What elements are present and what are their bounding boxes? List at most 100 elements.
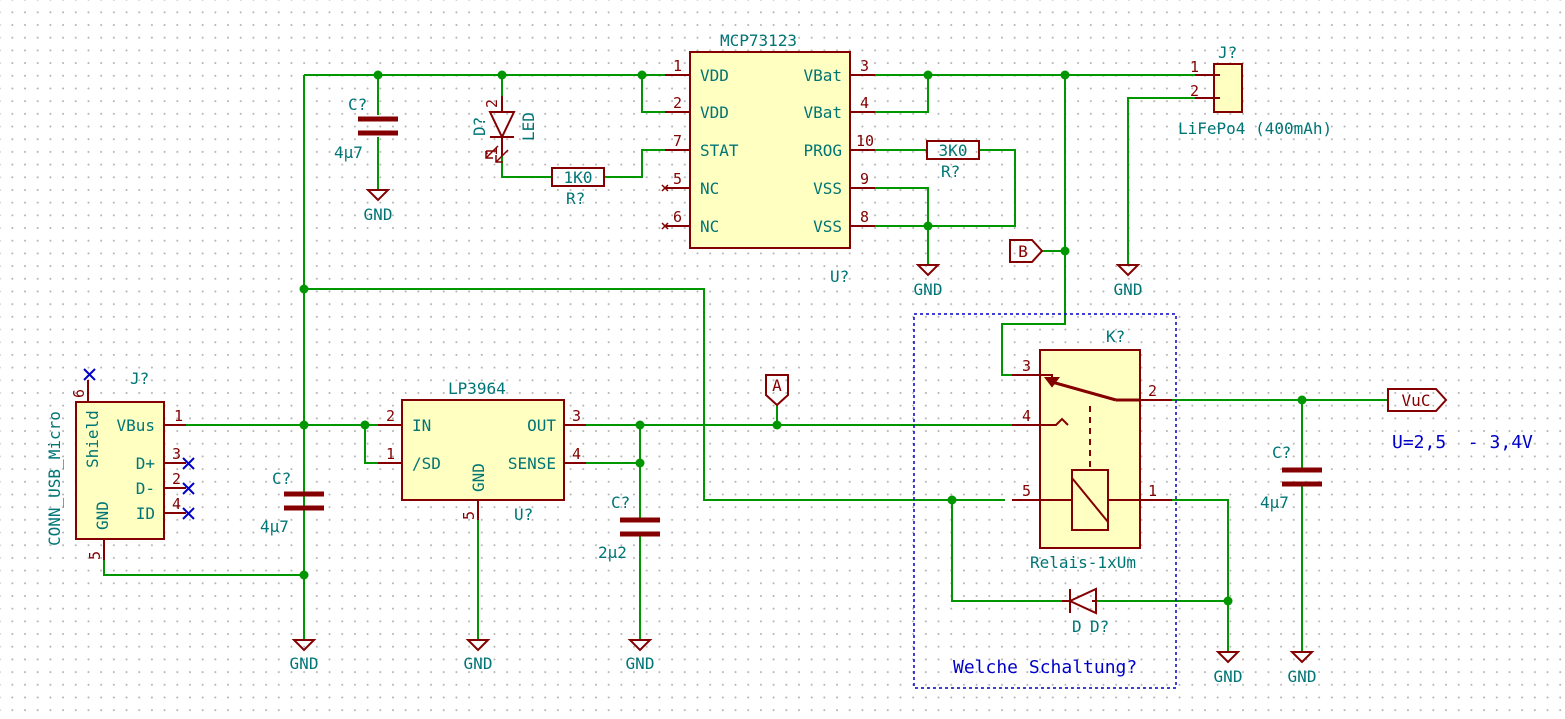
- junction-dot: [360, 420, 370, 430]
- pin-name: VBat: [803, 103, 842, 122]
- relay-k[interactable]: K? Relais-1xUm 3 4 5 2 1: [1012, 327, 1172, 572]
- pin-name: VDD: [700, 66, 729, 85]
- pin-number: 3: [572, 407, 581, 425]
- usb-connector[interactable]: J? CONN_USB_Micro 1 3 2 4 VBus D+ D- ID …: [45, 368, 195, 560]
- resistor-r-prog[interactable]: 3K0 R?: [926, 140, 980, 181]
- battery-connector[interactable]: J? 1 2 LiFePo4 (400mAh): [1178, 43, 1332, 138]
- pin-number: 5: [460, 511, 478, 520]
- resistor-value: 3K0: [939, 141, 968, 160]
- pin-number: 4: [572, 445, 581, 463]
- pin-number: 1: [673, 57, 682, 75]
- capacitor-ref: C?: [348, 95, 367, 114]
- pin-number: 2: [1148, 382, 1157, 400]
- gnd-label: GND: [290, 654, 319, 673]
- junction-dot: [299, 420, 309, 430]
- connector-value: LiFePo4 (400mAh): [1178, 119, 1332, 138]
- gnd-label: GND: [914, 280, 943, 299]
- connector-value: CONN_USB_Micro: [45, 411, 64, 546]
- resistor-r-stat[interactable]: 1K0 R?: [551, 167, 605, 208]
- gnd-label: GND: [1288, 667, 1317, 686]
- pin-number: 10: [856, 132, 874, 150]
- pin-number: 2: [1190, 82, 1199, 100]
- capacitor-ref: C?: [1272, 443, 1291, 462]
- capacitor-value: 4µ7: [260, 517, 289, 536]
- gnd-label: GND: [626, 654, 655, 673]
- gnd-label: GND: [464, 654, 493, 673]
- pin-number: 2: [673, 94, 682, 112]
- pin-number: 3: [172, 445, 181, 463]
- junction-dot: [1060, 70, 1070, 80]
- junction-dot: [299, 570, 309, 580]
- relay-value: Relais-1xUm: [1030, 553, 1136, 572]
- lp3964-chip[interactable]: LP3964 U? 2 1 3 4 IN /SD OUT SENSE GND 5: [378, 379, 586, 524]
- pin-number: 6: [673, 208, 682, 226]
- gnd-label: GND: [1114, 280, 1143, 299]
- junction-dot: [635, 420, 645, 430]
- capacitor-ref: C?: [611, 493, 630, 512]
- junction-dot: [637, 70, 647, 80]
- question-note: Welche Schaltung?: [953, 657, 1137, 678]
- diode-value: D: [1072, 617, 1082, 636]
- net-label-a[interactable]: A: [765, 374, 789, 407]
- pin-name: VDD: [700, 103, 729, 122]
- junction-dot: [1223, 596, 1233, 606]
- pin-number: 2: [386, 407, 395, 425]
- pin-name: D+: [136, 454, 155, 473]
- pin-number: 1: [174, 407, 183, 425]
- net-label-text: VuC: [1402, 391, 1431, 410]
- gnd-symbol: GND: [364, 189, 392, 224]
- pin-name: /SD: [412, 454, 441, 473]
- led-pin-number: 1: [483, 147, 501, 156]
- capacitor-c-top[interactable]: C? 4µ7: [334, 95, 398, 162]
- gnd-symbol: GND: [1214, 651, 1243, 686]
- led-diode[interactable]: 2 1 D? LED: [470, 96, 538, 163]
- pin-name: PROG: [803, 141, 842, 160]
- capacitor-c-usb[interactable]: C? 4µ7: [260, 469, 324, 536]
- junction-dot: [299, 284, 309, 294]
- mcp73123-chip[interactable]: MCP73123 U? 1 2 7 5 6 VDD VDD STAT NC NC…: [661, 31, 875, 286]
- pin-number: 7: [673, 132, 682, 150]
- led-value: LED: [519, 112, 538, 141]
- gnd-symbol: GND: [1114, 264, 1143, 299]
- pin-number: 1: [386, 445, 395, 463]
- capacitor-c-ldo[interactable]: C? 2µ2: [598, 493, 660, 562]
- connector-ref: J?: [1218, 43, 1237, 62]
- pin-number: 9: [860, 170, 869, 188]
- net-label-vuc[interactable]: VuC: [1387, 388, 1448, 412]
- pin-name: OUT: [527, 416, 556, 435]
- capacitor-c-out[interactable]: C? 4µ7: [1260, 443, 1322, 512]
- gnd-symbol: GND: [914, 264, 943, 299]
- question-box: Welche Schaltung?: [913, 313, 1177, 689]
- capacitor-value: 2µ2: [598, 543, 627, 562]
- capacitor-ref: C?: [272, 469, 291, 488]
- pin-number: 6: [70, 389, 88, 398]
- pin-name: SENSE: [508, 454, 556, 473]
- gnd-symbol: GND: [626, 639, 655, 673]
- junction-dot: [923, 70, 933, 80]
- pin-name: GND: [93, 501, 112, 530]
- junction-dot: [373, 70, 383, 80]
- gnd-symbol: GND: [464, 639, 493, 673]
- pin-number: 1: [1148, 482, 1157, 500]
- diode-ref: D?: [1090, 617, 1109, 636]
- chip-ref: U?: [830, 267, 849, 286]
- junction-dot: [772, 420, 782, 430]
- pin-number: 4: [860, 94, 869, 112]
- junction-dot: [1060, 246, 1070, 256]
- resistor-ref: R?: [941, 162, 960, 181]
- pin-name: STAT: [700, 141, 739, 160]
- relay-ref: K?: [1106, 327, 1125, 346]
- gnd-label: GND: [1214, 667, 1243, 686]
- net-label-b[interactable]: B: [1009, 239, 1044, 263]
- pin-name: VSS: [813, 179, 842, 198]
- gnd-symbol: GND: [1288, 651, 1317, 686]
- pin-name: VBat: [803, 66, 842, 85]
- flyback-diode[interactable]: D D?: [1062, 587, 1109, 636]
- pin-number: 5: [1022, 482, 1031, 500]
- pin-name: NC: [700, 217, 719, 236]
- chip-ref: U?: [514, 505, 533, 524]
- pin-name: IN: [412, 416, 431, 435]
- led-pin-number: 2: [483, 99, 501, 108]
- pin-number: 1: [1190, 58, 1199, 76]
